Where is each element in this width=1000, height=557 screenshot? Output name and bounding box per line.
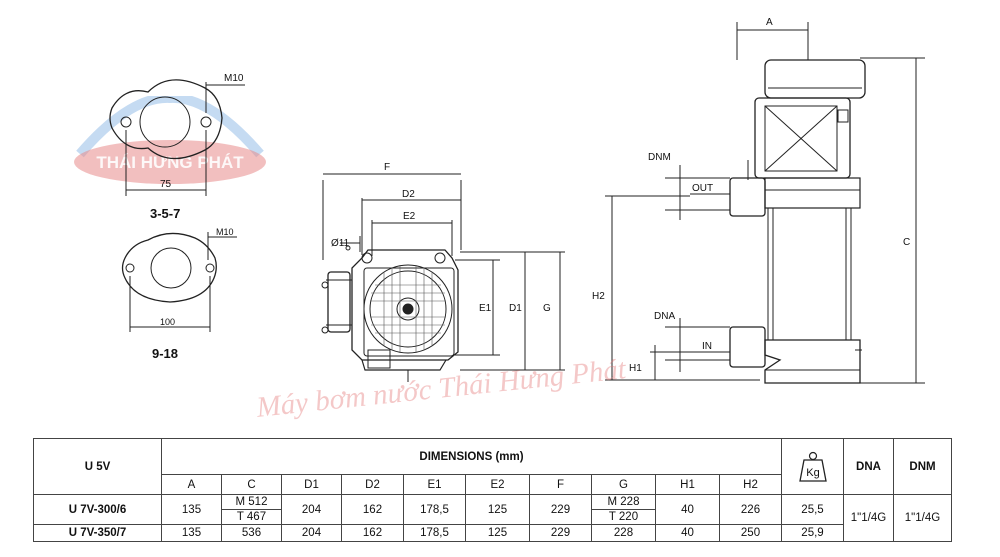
in-label: IN [702,341,712,352]
row1-e2: 125 [465,494,530,525]
row1-model: U 7V-300/6 [33,494,162,525]
dimensions-table: U 5V DIMENSIONS (mm) Kg DNA DNM A C D1 D… [33,438,952,542]
dim-g-label: G [543,303,551,314]
table-row: U 7V-300/6 135 M 512 T 467 204 162 178,5… [33,494,952,542]
dim-a-label: A [766,17,773,28]
dna-label: DNA [654,311,675,322]
col-g: G [591,474,656,495]
dim-d1-label: D1 [509,303,522,314]
out-label: OUT [692,183,713,194]
front-view [321,173,565,382]
dna-header: DNA [843,438,894,495]
row1-c-m: M 512 [235,496,268,508]
hole-diameter-label: Ø11 [331,238,350,249]
row1-d1: 204 [281,494,342,525]
flange-large-thread: M10 [216,227,234,237]
row1-kg: 25,5 [781,494,844,525]
row1-g: M 228 T 220 [591,494,656,525]
col-a: A [161,474,222,495]
flange-9-18 [121,232,237,332]
row1-a: 135 [161,494,222,525]
weight-header: Kg [781,438,844,495]
dim-e1-label: E1 [479,303,492,314]
dim-h1-label: H1 [629,363,642,374]
side-view [605,22,925,384]
row2-e1: 178,5 [403,524,466,542]
row1-c: M 512 T 467 [221,494,282,525]
row1-h1: 40 [655,494,720,525]
row2-f: 229 [529,524,592,542]
row1-f: 229 [529,494,592,525]
row2-a: 135 [161,524,222,542]
dnm-label: DNM [648,152,671,163]
col-h1: H1 [655,474,720,495]
col-d2: D2 [341,474,404,495]
flange-small-distance: 75 [160,179,172,190]
row2-model: U 7V-350/7 [33,524,162,542]
dna-value: 1"1/4G [843,494,894,542]
dim-c-label: C [903,237,910,248]
row2-d2: 162 [341,524,404,542]
watermark-logo-text: THÁI HƯNG PHÁT [96,153,244,172]
dimensions-title: DIMENSIONS (mm) [161,438,782,475]
row2-kg: 25,9 [781,524,844,542]
table-row: U 7V-350/7 135 536 204 162 178,5 125 229… [33,524,952,542]
col-d1: D1 [281,474,342,495]
row2-e2: 125 [465,524,530,542]
row1-g-m: M 228 [607,496,640,508]
col-e1: E1 [403,474,466,495]
row2-h1: 40 [655,524,720,542]
row2-h2: 250 [719,524,782,542]
dim-d2-label: D2 [402,189,415,200]
weight-label: Kg [806,467,819,479]
dim-f-label: F [384,162,390,173]
flange-small-label: 3-5-7 [150,206,180,221]
flange-large-distance: 100 [160,317,175,327]
dnm-header: DNM [893,438,952,495]
col-e2: E2 [465,474,530,495]
row1-c-t: T 467 [222,509,281,524]
watermark-logo: THÁI HƯNG PHÁT [74,96,266,184]
row1-h2: 226 [719,494,782,525]
model-group-header: U 5V [33,438,162,495]
dim-h2-label: H2 [592,291,605,302]
dim-e2-label: E2 [403,211,416,222]
technical-drawing: M10 75 3-5-7 M10 100 9-18 F D2 E2 Ø11 E1… [109,17,925,384]
flange-3-5-7 [109,79,245,196]
flange-small-thread: M10 [224,73,244,84]
dnm-value: 1"1/4G [893,494,952,542]
row2-g: 228 [591,524,656,542]
flange-large-label: 9-18 [152,346,178,361]
row2-d1: 204 [281,524,342,542]
row2-c: 536 [221,524,282,542]
row1-g-t: T 220 [592,509,655,524]
col-f: F [529,474,592,495]
row1-e1: 178,5 [403,494,466,525]
fan-grille [370,266,446,352]
col-c: C [221,474,282,495]
row1-d2: 162 [341,494,404,525]
col-h2: H2 [719,474,782,495]
kg-weight-icon: Kg [798,451,827,482]
